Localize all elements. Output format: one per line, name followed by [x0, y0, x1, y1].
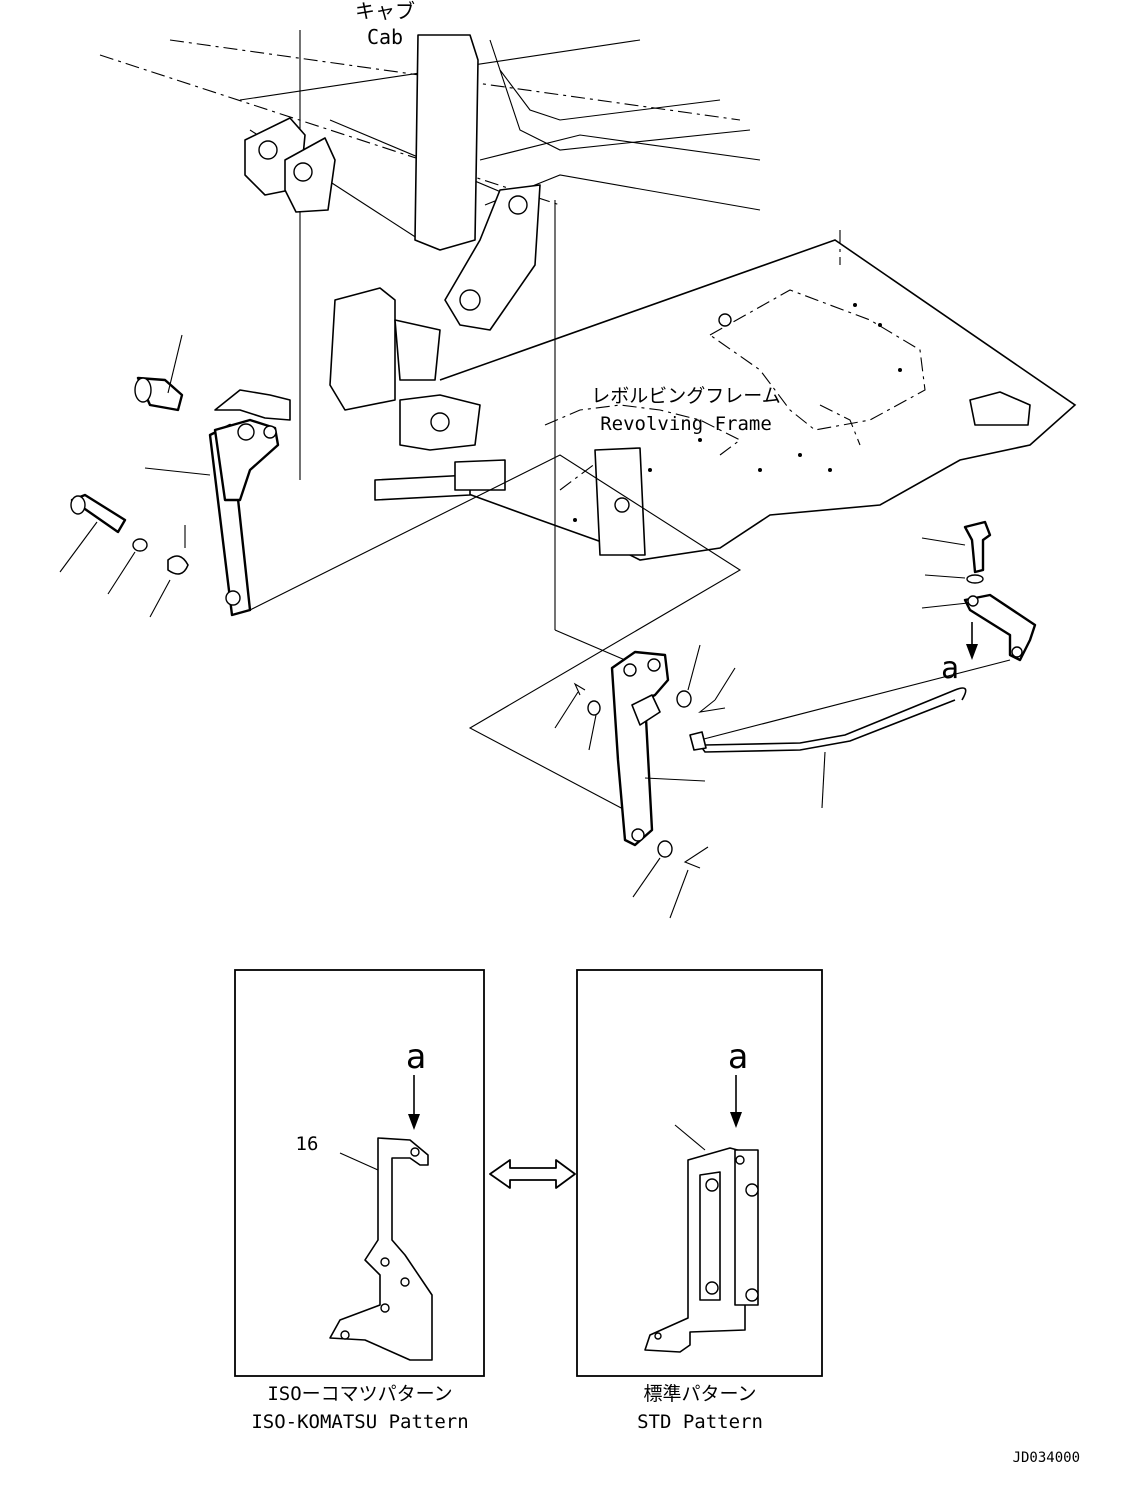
iso-pattern-box: [234, 969, 485, 1377]
right-lever-assembly: [587, 520, 1037, 858]
arrow-a-main: [966, 622, 978, 660]
iso-pattern-label-jp: ISOーコマツパターン: [267, 1383, 452, 1405]
left-lever-assembly: [70, 376, 291, 617]
left-leaders: [59, 334, 211, 618]
double-arrow-icon: [489, 1159, 576, 1189]
frame-label-en: Revolving Frame: [600, 413, 772, 435]
callout-16: 16: [296, 1133, 319, 1155]
cab-label-jp: キャブ: [355, 0, 415, 23]
std-pattern-label-jp: 標準パターン: [643, 1383, 756, 1405]
marker-a-iso: a: [406, 1037, 426, 1077]
cab-label-en: Cab: [367, 25, 403, 49]
std-pattern-label-en: STD Pattern: [637, 1411, 763, 1433]
drawing-id: JD034000: [1013, 1450, 1080, 1466]
marker-a-std: a: [728, 1037, 748, 1077]
std-pattern-box: [576, 969, 823, 1377]
cab-outline: [99, 30, 761, 630]
marker-a-main: a: [941, 651, 959, 686]
frame-label-jp: レボルビングフレーム: [591, 385, 780, 407]
right-leaders: [554, 537, 969, 919]
projection-lines: [249, 454, 1011, 811]
revolving-frame-outline: [374, 230, 1077, 561]
iso-pattern-label-en: ISO-KOMATSU Pattern: [251, 1411, 468, 1433]
